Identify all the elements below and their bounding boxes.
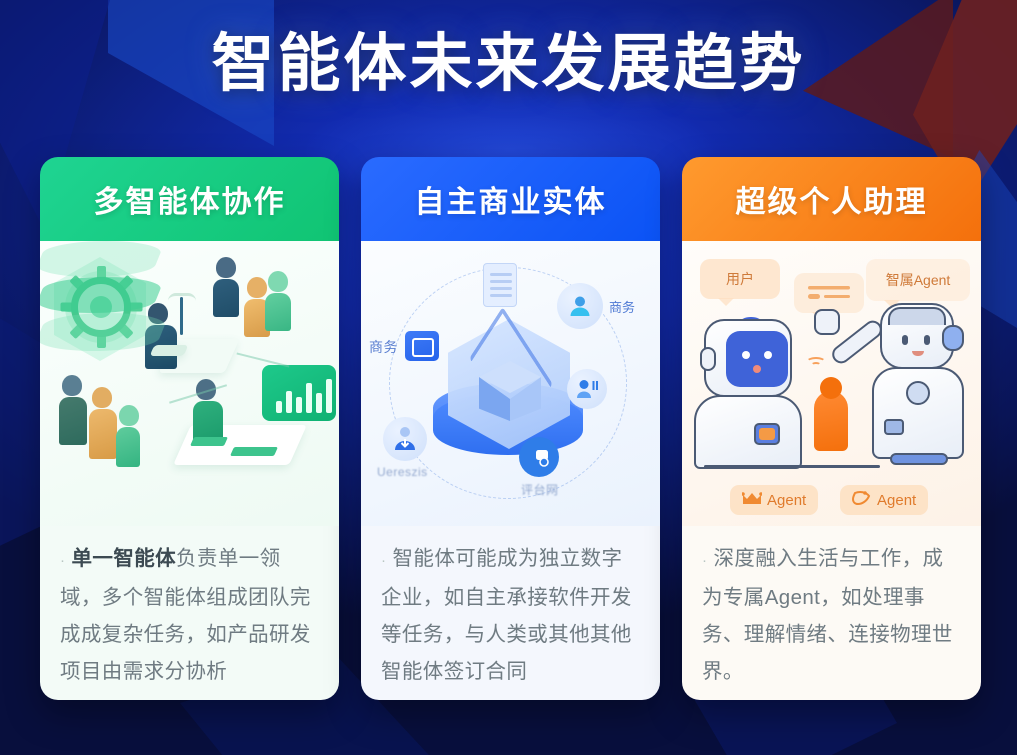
label-business-left: 商务 [369,339,398,355]
speech-bubble-user: 用户 [700,259,780,306]
node-platform[interactable]: 评台网 [519,437,559,497]
gear-teeth [60,266,143,348]
bar-chart-icon [276,375,332,413]
lamp-pole [180,297,183,335]
person-figure [213,257,239,317]
connector-line [236,352,290,368]
bullet-2: · [381,552,387,569]
lamp-head [168,293,196,301]
platform-center [40,277,166,313]
illustration-robot-pair: 用户 智属Agent [682,241,981,526]
person-avatar-icon [557,283,603,329]
wifi-signal-small-icon [806,349,830,367]
illustration-network-hub: 商务 商务 [361,241,660,526]
card-body-1: · 单一智能体负责单一领域，多个智能体组成团队完成成复杂任务，如产品研发项目由需… [40,241,339,700]
card-header-2: 自主商业实体 [361,157,660,241]
badge-label-1: Agent [767,491,807,509]
robot-panel [884,419,904,435]
paper-chip [189,437,229,446]
desc-bold-1: 单一智能体 [71,547,177,570]
robot-chest-panel [754,423,780,445]
person-figure [59,375,87,445]
card-multi-agent-collaboration[interactable]: 多智能体协作 [40,157,339,700]
robot-ear [700,347,716,371]
chat-bubble-icon [794,273,864,320]
person-figure [265,271,291,331]
user-gear-icon [567,369,607,409]
desc-text-3: 深度融入生活与工作，成为专属Agent，如处理事务、理解情绪、连接物理世界。 [702,547,953,683]
orange-figure [814,391,848,451]
bird-icon [851,490,872,511]
robot-torso [694,395,802,469]
robot-blue-face [694,319,802,469]
card-header-3: 超级个人助理 [682,157,981,241]
platform-top-right [40,241,166,277]
robot-white [814,303,964,465]
label-blurred-2: 评台网 [521,483,559,497]
desc-text-1: 负责单一领域，多个智能体组成团队完成成复杂任务，如产品研发项目由需求分协析 [60,547,311,683]
inner-cube [479,361,541,423]
robot-hand [814,309,840,335]
person-figure [116,405,140,467]
folder-icon [405,331,439,361]
label-blurred-1: Uereszis [377,465,428,479]
download-person-icon [383,417,427,461]
robot-base [890,453,948,465]
robot-headphone [942,325,964,351]
chat-search-icon [519,437,559,477]
card-autonomous-business-entity[interactable]: 自主商业实体 商务 [361,157,660,700]
robot-face [726,331,788,387]
page-title: 智能体未来发展趋势 [211,29,806,99]
node-download[interactable]: Uereszis [377,417,427,479]
person-figure [89,387,117,459]
crown-icon [741,491,763,510]
ground-line [704,465,880,468]
bullet-3: · [702,552,708,569]
badge-label-2: Agent [877,491,917,509]
card-description-2: · 智能体可能成为独立数字企业，如自主承接软件开发等任务，与人类或其他其他智能体… [361,526,660,700]
desc-text-2: 智能体可能成为独立数字企业，如自主承接软件开发等任务，与人类或其他其他智能体签订… [381,547,632,683]
card-super-personal-assistant[interactable]: 超级个人助理 用户 智属Agent [682,157,981,700]
node-person-business[interactable]: 商务 [557,283,635,329]
robot-core [906,381,930,405]
card-body-3: 用户 智属Agent [682,241,981,700]
node-user-settings[interactable] [567,369,607,409]
card-description-1: · 单一智能体负责单一领域，多个智能体组成团队完成成复杂任务，如产品研发项目由需… [40,526,339,700]
paper-chip [229,447,279,456]
card-list: 多智能体协作 [40,157,981,700]
bullet-1: · [60,552,66,569]
illustration-isometric-team [40,241,339,526]
card-description-3: · 深度融入生活与工作，成为专属Agent，如处理事务、理解情绪、连接物理世界。 [682,526,981,700]
label-business-right: 商务 [609,300,636,315]
orange-figure-head [820,377,842,399]
speech-bubble-agent: 智属Agent [866,259,970,308]
laptop [149,345,189,356]
robot-helmet [888,307,946,325]
document-icon [483,263,517,307]
badge-agent-crown[interactable]: Agent [730,485,819,515]
card-body-2: 商务 商务 [361,241,660,700]
badge-agent-bird[interactable]: Agent [840,485,929,515]
card-header-1: 多智能体协作 [40,157,339,241]
